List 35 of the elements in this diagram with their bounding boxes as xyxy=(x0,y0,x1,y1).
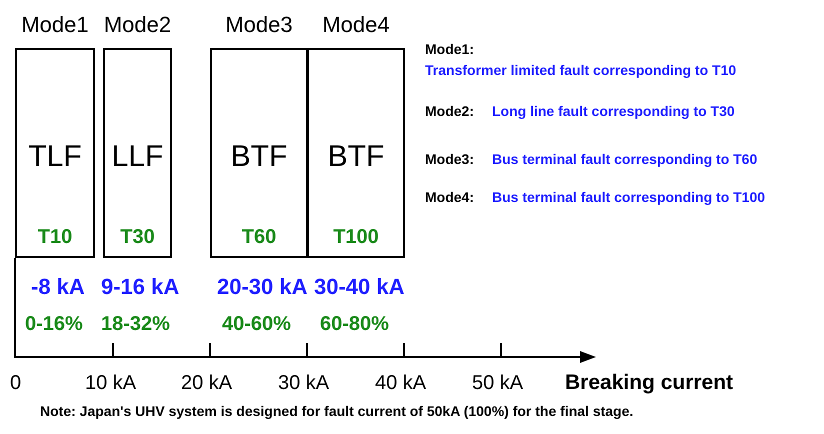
current-range: 20-30 kA xyxy=(217,276,308,298)
axis-title: Breaking current xyxy=(565,372,734,393)
fault-type-label: TLF xyxy=(27,140,83,174)
tick-label: 0 xyxy=(10,373,22,393)
current-range: 9-16 kA xyxy=(101,276,180,298)
mode-heading: Mode4 xyxy=(321,12,391,38)
mode-heading: Mode2 xyxy=(102,12,172,38)
percentage-range: 60-80% xyxy=(320,314,389,334)
tick-label: 10 kA xyxy=(85,373,136,393)
legend-key: Mode1: xyxy=(425,42,474,56)
tick-label: 40 kA xyxy=(375,373,426,393)
legend-description: Bus terminal fault corresponding to T60 xyxy=(492,152,758,166)
legend-description: Long line fault corresponding to T30 xyxy=(492,104,735,118)
tick-label: 30 kA xyxy=(278,373,330,393)
fault-type-label: LLF xyxy=(110,140,164,174)
percentage-range: 40-60% xyxy=(222,314,291,334)
percentage-range: 18-32% xyxy=(101,314,170,334)
legend-key: Mode4: xyxy=(425,190,474,204)
tick-label: 20 kA xyxy=(181,373,232,393)
mode-heading: Mode3 xyxy=(224,12,294,38)
tick-label: 50 kA xyxy=(472,373,524,393)
current-range: 30-40 kA xyxy=(314,276,405,298)
test-duty-label: T10 xyxy=(36,226,74,249)
legend-key: Mode3: xyxy=(425,152,474,166)
test-duty-label: T60 xyxy=(240,226,278,249)
fault-type-label: BTF xyxy=(326,140,386,174)
legend-description: Transformer limited fault corresponding to T10 xyxy=(425,63,736,77)
legend-key: Mode2: xyxy=(425,104,474,118)
fault-type-label: BTF xyxy=(230,140,288,174)
current-range: -8 kA xyxy=(31,276,85,298)
percentage-range: 0-16% xyxy=(25,314,83,334)
note: Note: Japan's UHV system is designed for fault current of 50kA (100%) for the final stage. xyxy=(40,404,634,418)
test-duty-label: T100 xyxy=(332,226,380,249)
legend-description: Bus terminal fault corresponding to T100 xyxy=(492,190,766,204)
test-duty-label: T30 xyxy=(119,226,156,249)
